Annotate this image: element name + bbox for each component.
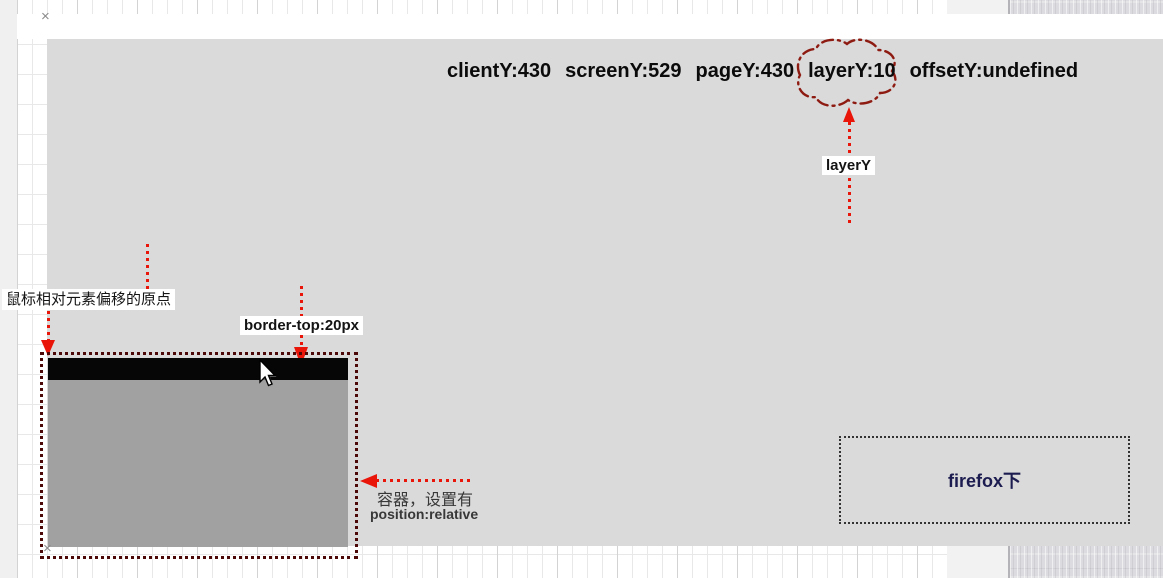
mouse-cursor-icon: [259, 358, 277, 387]
cloud-highlight-icon: [796, 38, 897, 107]
clienty-value: clientY:430: [447, 60, 552, 82]
container-pointer-line: [376, 479, 470, 482]
coordinate-readout: clientY:430 screenY:529 pageY:430 layerY…: [447, 60, 1078, 83]
screeny-value: screenY:529: [565, 60, 682, 82]
cross-marker-top: ×: [41, 8, 50, 25]
cross-marker-bottom: ×: [43, 540, 52, 557]
container-element-box: [48, 358, 348, 547]
offset-origin-label: 鼠标相对元素偏移的原点: [2, 289, 176, 311]
container-label-line2: position:relative: [370, 506, 479, 522]
firefox-note-label: firefox下: [947, 471, 1021, 491]
white-band: [17, 14, 1163, 39]
firefox-note-box: firefox下: [839, 436, 1130, 524]
layery-value: layerY:10: [808, 60, 896, 82]
container-arrowhead-left-icon: [360, 474, 377, 488]
container-dotted-outline: [40, 352, 358, 559]
pagey-value: pageY:430: [695, 60, 795, 82]
bordertop-label: border-top:20px: [240, 316, 364, 336]
layery-arrowhead-up-icon: [843, 107, 855, 122]
origin-pointer-line-upper: [146, 244, 149, 289]
layery-label: layerY: [822, 156, 876, 176]
offsety-value: offsetY:undefined: [909, 60, 1079, 82]
origin-pointer-line-lower: [47, 311, 50, 340]
container-label-line1: 容器，设置有: [377, 492, 474, 509]
